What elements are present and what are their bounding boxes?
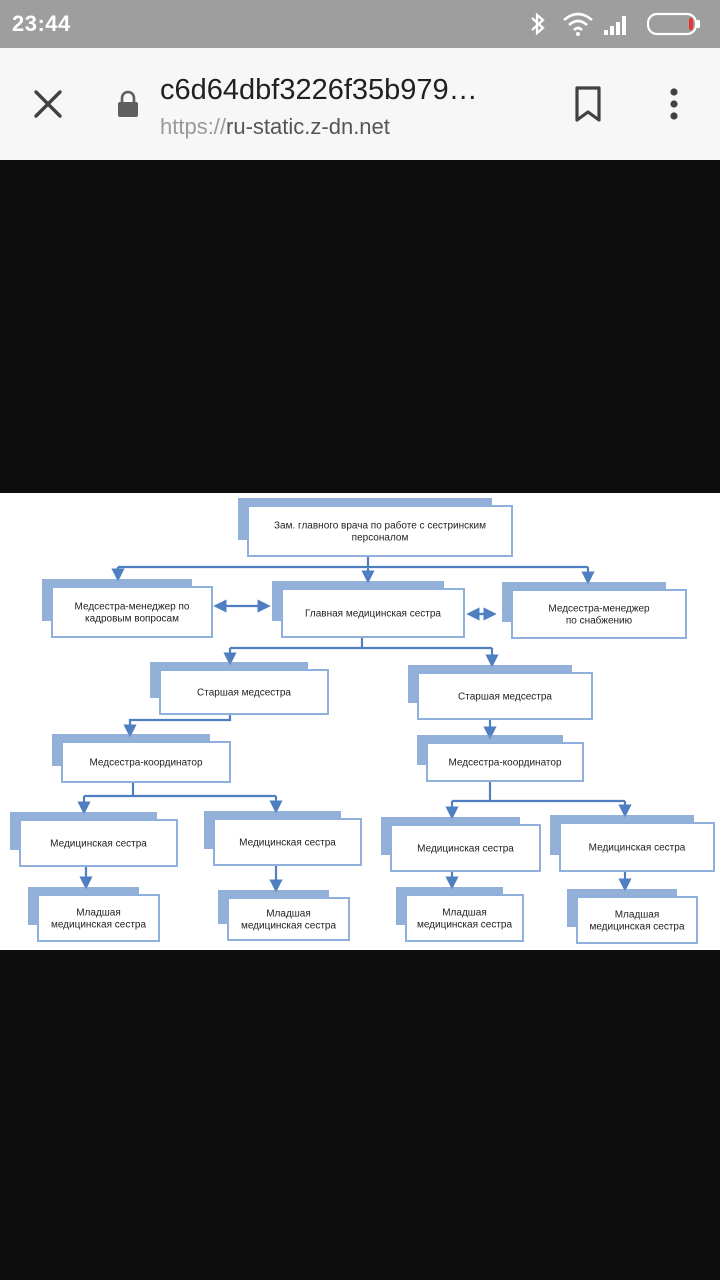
org-chart-image[interactable]: Зам. главного врача по работе с сестринс…	[0, 493, 720, 950]
org-node-coordinator-left: Медсестра-координатор	[52, 734, 231, 783]
node-box	[61, 741, 231, 783]
node-label: медицинская сестра	[589, 922, 685, 933]
url-host: ru-static.z-dn.net	[226, 114, 390, 139]
org-node-coordinator-right: Медсестра-координатор	[417, 735, 584, 782]
org-node-nurse-2: Медицинская сестра	[204, 811, 362, 866]
node-box	[390, 824, 541, 872]
node-box	[281, 588, 465, 638]
url-scheme: https://	[160, 114, 227, 139]
node-label: Зам. главного врача по работе с сестринс…	[274, 520, 486, 532]
org-node-senior-right: Старшая медсестра	[408, 665, 593, 720]
node-label: кадровым вопросам	[85, 614, 179, 625]
node-label: Медсестра-менеджер	[548, 604, 650, 615]
node-box	[559, 822, 715, 872]
node-box	[576, 896, 698, 944]
node-label: Медицинская сестра	[239, 838, 336, 849]
page-title[interactable]: c6d64dbf3226f35b979…	[160, 74, 478, 106]
node-label: Медицинская сестра	[50, 839, 147, 850]
status-time: 23:44	[12, 11, 71, 36]
node-label: Медицинская сестра	[417, 844, 514, 855]
node-box	[213, 818, 362, 866]
node-label: медицинская сестра	[51, 920, 147, 931]
node-label: Медсестра-координатор	[89, 758, 202, 769]
status-bar: 23:44	[0, 0, 720, 48]
node-label: Главная медицинская сестра	[305, 609, 441, 620]
battery-icon	[646, 12, 700, 36]
node-label: медицинская сестра	[417, 920, 513, 931]
node-label: Младшая	[442, 908, 487, 919]
more-vert-icon[interactable]	[662, 84, 686, 124]
node-box	[37, 894, 160, 942]
org-node-senior-left: Старшая медсестра	[150, 662, 329, 715]
org-node-nurse-3: Медицинская сестра	[381, 817, 541, 872]
bookmark-icon[interactable]	[572, 84, 604, 124]
org-node-nurse-4: Медицинская сестра	[550, 815, 715, 872]
node-box	[426, 742, 584, 782]
node-box	[19, 819, 178, 867]
node-label: Младшая	[615, 910, 660, 921]
org-chart: Зам. главного врача по работе с сестринс…	[10, 498, 715, 944]
browser-toolbar: c6d64dbf3226f35b979… https://ru-static.z…	[0, 48, 720, 160]
node-box	[227, 897, 350, 941]
node-label: по снабжению	[566, 615, 633, 627]
node-box	[405, 894, 524, 942]
nodes: Зам. главного врача по работе с сестринс…	[10, 498, 715, 944]
org-node-head-nurse: Главная медицинская сестра	[272, 581, 465, 638]
node-label: Младшая	[76, 908, 121, 919]
wifi-icon	[563, 12, 593, 36]
node-box	[159, 669, 329, 715]
image-viewer[interactable]: Зам. главного врача по работе с сестринс…	[0, 160, 720, 1280]
node-label: Старшая медсестра	[197, 688, 291, 699]
org-node-deputy: Зам. главного врача по работе с сестринс…	[238, 498, 513, 557]
node-box	[417, 672, 593, 720]
node-label: Младшая	[266, 909, 311, 920]
node-box	[511, 589, 687, 639]
node-box	[247, 505, 513, 557]
node-box	[51, 586, 213, 638]
connector-line	[123, 714, 232, 738]
page-url[interactable]: https://ru-static.z-dn.net	[160, 114, 390, 140]
node-label: медицинская сестра	[241, 921, 337, 932]
node-label: Медицинская сестра	[589, 843, 686, 854]
bluetooth-icon	[531, 12, 545, 36]
org-node-nurse-1: Медицинская сестра	[10, 812, 178, 867]
lock-icon	[118, 90, 138, 117]
connectors	[77, 556, 632, 893]
node-label: Старшая медсестра	[458, 692, 552, 703]
node-label: Медсестра-координатор	[448, 758, 561, 769]
close-icon[interactable]	[28, 84, 68, 124]
node-label: персоналом	[352, 533, 409, 544]
signal-icon	[604, 16, 626, 35]
node-label: Медсестра-менеджер по	[75, 602, 190, 613]
